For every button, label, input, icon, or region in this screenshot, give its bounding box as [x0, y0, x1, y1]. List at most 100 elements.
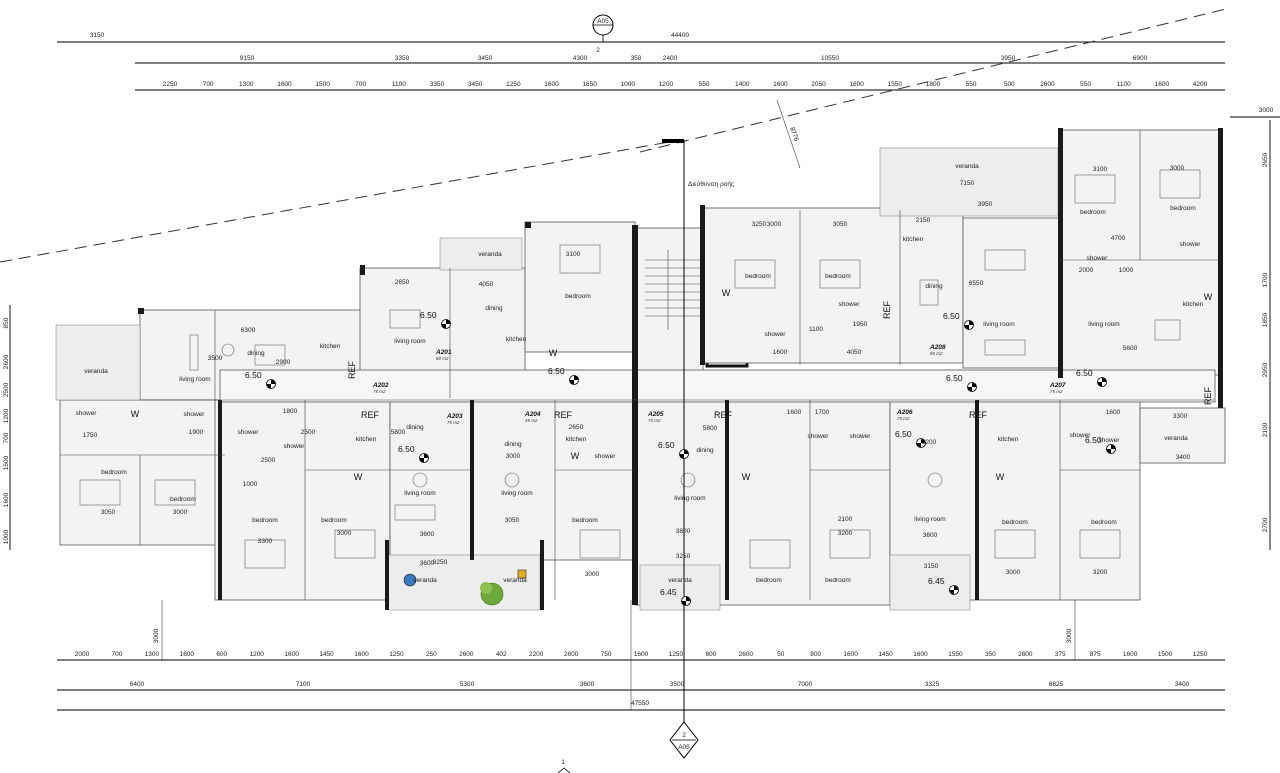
label-ref-4: REF — [969, 410, 988, 420]
level-symbol-fill-8 — [679, 449, 689, 459]
bottom-dim-1-8: 1450 — [319, 651, 334, 658]
top-dim-3-6: 700 — [355, 81, 366, 88]
bottom-vert-2: 3000 — [1066, 628, 1073, 643]
room-dim-24: 2100 — [838, 516, 853, 523]
label-veranda-7: veranda — [668, 577, 692, 584]
room-dim-1: 6300 — [241, 327, 256, 334]
room-dim-6: 3000 — [173, 509, 188, 516]
apartment-area-a201: 80 m2 — [436, 356, 449, 361]
label-veranda-1: veranda — [84, 368, 108, 375]
room-dim-55: 3000 — [506, 453, 521, 460]
label-shower-5: shower — [595, 453, 617, 460]
label-bedroom-13: bedroom — [1080, 209, 1106, 216]
label-living-4: living room — [501, 490, 532, 497]
bottom-dim-1-25: 1600 — [913, 651, 928, 658]
room-dim-45: 3950 — [978, 201, 993, 208]
top-dim-3-23: 500 — [1004, 81, 1015, 88]
top-dim-3-7: 1100 — [392, 81, 406, 88]
bottom-dim-1-17: 1600 — [634, 651, 649, 658]
room-dim-30: 3000 — [767, 221, 782, 228]
apartment-id-a203: A203 — [446, 413, 463, 420]
bottom-dim-2-7: 3325 — [925, 681, 940, 688]
bottom-dim-1-14: 2200 — [529, 651, 544, 658]
bottom-dim-1-9: 1600 — [354, 651, 369, 658]
bottom-dim-1-21: 50 — [777, 651, 785, 658]
top-dim-2-3: 3450 — [478, 55, 493, 62]
room-dim-35: 1100 — [809, 326, 823, 333]
top-dim-3-16: 1400 — [735, 81, 750, 88]
room-dim-19: 5800 — [703, 425, 718, 432]
level-symbol-fill-7 — [916, 438, 926, 448]
room-dim-32: 3050 — [833, 221, 848, 228]
label-living-6: living room — [914, 516, 945, 523]
room-dim-50: 1700 — [815, 409, 830, 416]
bottom-dim-1-30: 875 — [1090, 651, 1101, 658]
level-3: 6.50 — [398, 444, 415, 454]
bottom-dim-2-5: 3500 — [670, 681, 685, 688]
top-dim-3-12: 1650 — [582, 81, 597, 88]
label-bedroom-7: bedroom — [745, 273, 771, 280]
top-dimension-lines: 3150 44400 9150 3350 3450 4300 350 2400 … — [57, 32, 1280, 118]
left-dim-3: 2500 — [3, 382, 10, 397]
right-dim-4: 2950 — [1262, 362, 1269, 377]
bottom-dim-1-5: 600 — [216, 651, 227, 658]
bottom-dim-1-2: 700 — [112, 651, 123, 658]
label-bedroom-8: bedroom — [825, 273, 851, 280]
section-marker-top: A05 2 — [592, 14, 614, 54]
room-dim-14: 3050 — [505, 517, 520, 524]
room-dim-9: 2500 — [261, 457, 276, 464]
label-dining-1: dining — [247, 350, 265, 357]
label-shower-13: shower — [1099, 437, 1121, 444]
bottom-dim-2-6: 7000 — [798, 681, 813, 688]
top-dim-3-14: 1200 — [659, 81, 674, 88]
left-dim-2: 2600 — [3, 354, 10, 369]
room-dim-54: 2650 — [569, 424, 584, 431]
label-bedroom-3: bedroom — [252, 517, 278, 524]
level-markers: 6.506.506.506.506.506.506.506.506.506.50… — [245, 310, 1116, 606]
left-dim-5: 700 — [3, 432, 10, 443]
room-dim-41: 2000 — [1079, 267, 1094, 274]
bottom-dim-1-24: 1450 — [878, 651, 893, 658]
bottom-dim-1-16: 750 — [601, 651, 612, 658]
section-sheet-bottom: A05 — [678, 744, 690, 751]
section-extra-bottom: 1 — [561, 759, 565, 766]
room-dim-42: 1000 — [1119, 267, 1134, 274]
room-dim-49: 3150 — [924, 563, 939, 570]
room-dim-37: 6550 — [969, 280, 984, 287]
apartment-area-a205: 75 m2 — [648, 418, 661, 423]
room-dim-11: 5800 — [391, 429, 406, 436]
level-4: 6.50 — [548, 366, 565, 376]
room-dim-36: 1600 — [773, 349, 788, 356]
apartment-area-a207: 75 m2 — [1050, 389, 1063, 394]
bottom-dim-2-8: 6825 — [1049, 681, 1064, 688]
room-dim-27: 3000 — [1006, 569, 1021, 576]
label-bedroom-5: bedroom — [572, 517, 598, 524]
bottom-dim-1-26: 1550 — [948, 651, 963, 658]
label-shower-9: shower — [850, 433, 872, 440]
top-dim-3-20: 1550 — [888, 81, 903, 88]
level-symbol-fill-1 — [266, 379, 276, 389]
label-bedroom-11: bedroom — [1002, 519, 1028, 526]
room-dim-52: 1600 — [1106, 409, 1121, 416]
label-kitchen-2: kitchen — [506, 336, 527, 343]
left-dim-4: 1200 — [3, 408, 10, 423]
bottom-dim-1-10: 1250 — [389, 651, 404, 658]
label-veranda-6: veranda — [503, 577, 527, 584]
bottom-dim-1-12: 2600 — [459, 651, 474, 658]
section-number-top: 2 — [596, 47, 600, 54]
right-dim-6: 2700 — [1262, 517, 1269, 532]
apartment-area-a208: 85 m2 — [930, 351, 943, 356]
bottom-dim-2-3: 5300 — [460, 681, 475, 688]
top-dim-3-28: 4200 — [1193, 81, 1208, 88]
bottom-dim-1-7: 1600 — [284, 651, 299, 658]
label-shower-1: shower — [76, 410, 98, 417]
bottom-dim-1-6: 1200 — [249, 651, 264, 658]
bottom-dim-1-11: 250 — [426, 651, 437, 658]
bottom-dim-1-15: 2600 — [564, 651, 579, 658]
room-dim-8: 1000 — [243, 481, 258, 488]
level-symbol-fill-9 — [1097, 377, 1107, 387]
bottom-dim-1-22: 800 — [810, 651, 821, 658]
room-dim-43: 4050 — [847, 349, 862, 356]
